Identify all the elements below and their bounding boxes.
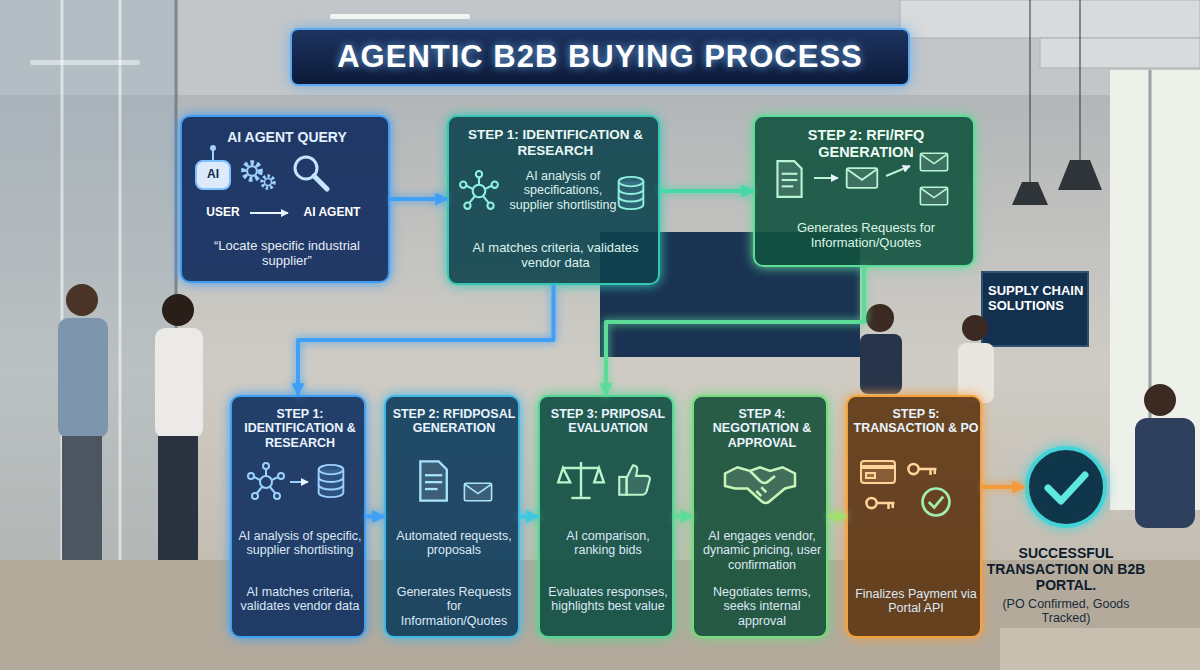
gear-icon [244, 163, 261, 180]
success-circle: SUCCESSFUL TRANSACTION ON B2B PORTAL.(PO… [1024, 445, 1108, 529]
bottom-step-icons [248, 461, 950, 516]
supply-chain-screen [982, 272, 1088, 346]
node-body: Finalizes Payment via Portal API [854, 587, 978, 616]
magnifier-icon [295, 157, 327, 189]
node-body: AI analysis of specifications, supplier … [509, 169, 617, 212]
handshake-icon [725, 467, 795, 503]
node-heading: STEP 5: TRANSACTION & PO [852, 407, 980, 436]
process-box: STEP 5: TRANSACTION & PO Finalizes Paymen… [846, 395, 982, 638]
database-icon [619, 177, 644, 209]
envelope-icon [920, 153, 947, 171]
node-heading: STEP 2: RFI/RFQ GENERATION [759, 127, 973, 160]
key-icon [866, 498, 894, 509]
node-body: Negotiates terms, seeks internal approva… [700, 585, 824, 628]
envelope-icon [847, 168, 878, 188]
node-body: AI analysis of specific, supplier shortl… [238, 529, 362, 558]
node-body: AI engages vendor, dynamic pricing, user… [700, 529, 824, 572]
step1-top-icons [460, 171, 643, 209]
title-box: AGENTIC B2B BUYING PROCESS [290, 28, 910, 86]
process-box: STEP 1: IDENTIFICATION & RESEARCH AI anal… [230, 395, 366, 638]
node-body: Generates Requests for Information/Quote… [765, 221, 967, 251]
key-icon [908, 464, 936, 475]
robot-antenna [210, 145, 216, 151]
node-body: Automated requests, proposals [392, 529, 516, 558]
flow-arrow [606, 267, 864, 395]
node-body: (PO Confirmed, Goods Tracked) [986, 597, 1146, 626]
envelope-icon [464, 483, 491, 501]
circle-outline [1024, 445, 1108, 529]
node-body: “Locate specific industrial supplier” [190, 239, 384, 269]
check-icon [923, 489, 950, 516]
node-body: AI comparison, ranking bids [546, 529, 670, 558]
database-icon [319, 465, 344, 497]
document-icon [420, 461, 446, 500]
network-icon [460, 171, 498, 209]
desk [1000, 628, 1200, 670]
node-heading: STEP 3: PRIPOSAL EVALUATION [544, 407, 672, 436]
check-mark [1048, 475, 1085, 501]
node-heading: STEP 1: IDENTIFICATION & RESEARCH [236, 407, 364, 450]
step2-top-icons [777, 153, 947, 205]
screen-text: SUPPLY CHAIN SOLUTIONS [988, 284, 1084, 314]
envelope-icon [920, 187, 947, 205]
flow-arrow [982, 485, 1024, 489]
process-box: STEP 2: RFI/RFQ GENERATION Generates Requ… [753, 115, 975, 267]
flow-arrow [520, 515, 538, 519]
node-heading: STEP 1: IDENTIFICATION & RESEARCH [453, 127, 658, 158]
robot-antenna [212, 150, 214, 160]
process-box: STEP 2: RFIDPOSAL GENERATION Automated re… [384, 395, 520, 638]
pendant-lamps [1012, 0, 1102, 205]
diagram-title: AGENTIC B2B BUYING PROCESS [337, 39, 863, 75]
flow-arrow [390, 197, 447, 201]
node-heading: AI AGENT QUERY [182, 129, 392, 145]
robot-head [196, 161, 230, 189]
node-heading: STEP 4: NEGOTIATION & APPROVAL [698, 407, 826, 450]
document-icon [777, 161, 801, 197]
node-heading: SUCCESSFUL TRANSACTION ON B2B PORTAL. [986, 545, 1146, 593]
flow-arrow [366, 515, 384, 519]
ceiling [0, 0, 1200, 95]
small-arrow [814, 177, 838, 179]
process-box: STEP 1: IDENTIFICATION & RESEARCH AI anal… [447, 115, 660, 285]
small-arrow [290, 481, 308, 483]
process-box: AI AGENT QUERY “Locate specific industria… [180, 115, 390, 283]
process-box: STEP 4: NEGOTIATION & APPROVAL AI engages… [692, 395, 828, 638]
user-agent-arrow [250, 212, 288, 214]
flow-arrow [674, 515, 692, 519]
query-icons [196, 145, 327, 213]
scale-icon [558, 462, 604, 498]
duct [900, 0, 1200, 68]
node-body: AI matches criteria, validates vendor da… [457, 241, 654, 271]
node-body: Generates Requests for Information/Quote… [392, 585, 516, 628]
thumbs-up-icon [619, 465, 650, 494]
small-arrow [886, 166, 910, 176]
card-icon [861, 461, 895, 483]
node-body: AI matches criteria, validates vendor da… [238, 585, 362, 614]
node-body: Evaluates responses, highlights best val… [546, 585, 670, 614]
network-icon [248, 463, 284, 499]
flow-arrow [660, 189, 753, 193]
flow-arrow [828, 515, 846, 519]
gear-icon [262, 176, 274, 188]
process-box: STEP 3: PRIPOSAL EVALUATION AI comparison… [538, 395, 674, 638]
flow-arrow [298, 285, 554, 395]
circle-outline [1027, 448, 1105, 526]
node-heading: STEP 2: RFIDPOSAL GENERATION [390, 407, 518, 436]
